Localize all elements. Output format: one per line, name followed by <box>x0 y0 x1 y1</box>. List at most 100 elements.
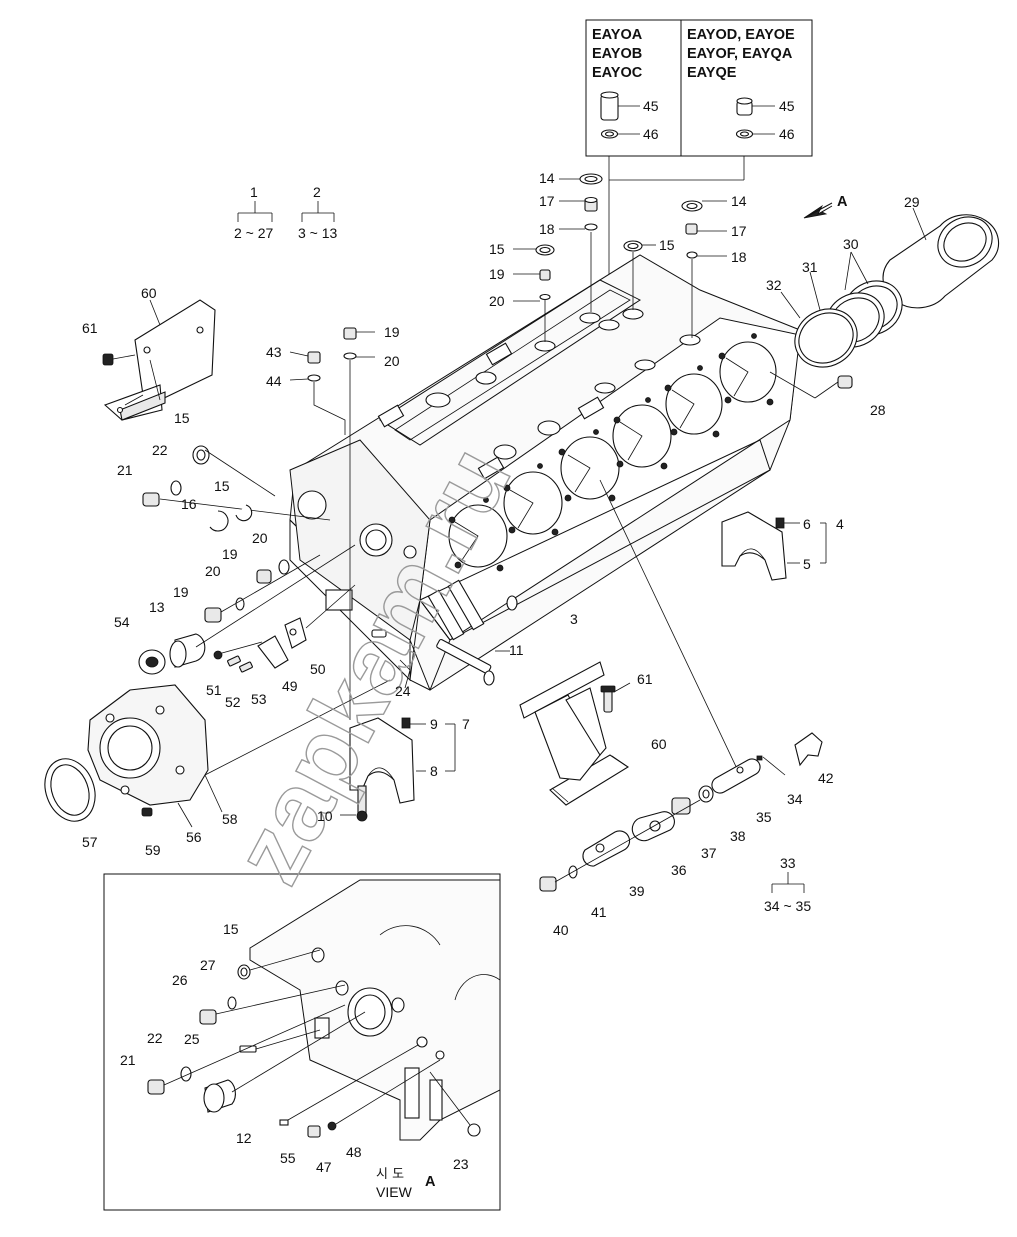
callout-37: 37 <box>701 845 717 861</box>
view-korean-label: 시 도 <box>376 1167 404 1182</box>
callout-29: 29 <box>904 194 920 210</box>
callout-40: 40 <box>553 922 569 938</box>
group-33: 33 34 ~ 35 <box>764 855 811 914</box>
oil-pipe-group <box>539 479 823 892</box>
callout-15d: 15 <box>214 478 230 494</box>
variant-right-1: EAYOD, EAYOE <box>687 27 795 43</box>
group-1-range: 2 ~ 27 <box>234 225 274 241</box>
callout-22a: 22 <box>152 442 168 458</box>
callout-17b: 17 <box>731 223 747 239</box>
callout-19c: 19 <box>222 546 238 562</box>
callout-59: 59 <box>145 842 161 858</box>
callout-11: 11 <box>509 642 524 658</box>
callout-61a: 61 <box>82 320 98 336</box>
callout-36: 36 <box>671 862 687 878</box>
callout-6: 6 <box>803 516 811 532</box>
plug-group-top-left <box>289 327 375 720</box>
view-arrow-letter: A <box>425 1174 436 1190</box>
variant-left-2: EAYOB <box>592 46 642 62</box>
bolt-11-dowel-24 <box>371 629 510 689</box>
callout-23: 23 <box>453 1156 469 1172</box>
plug-long-part <box>600 91 619 139</box>
callout-53: 53 <box>251 691 267 707</box>
callout-41: 41 <box>591 904 607 920</box>
callout-46a: 46 <box>643 126 659 142</box>
callout-15e: 15 <box>223 921 239 937</box>
callout-46b: 46 <box>779 126 795 142</box>
callout-18b: 18 <box>731 249 747 265</box>
group-1-parent: 1 <box>250 184 258 200</box>
cylinder-liner-group <box>769 207 1000 399</box>
callout-32: 32 <box>766 277 782 293</box>
callout-18a: 18 <box>539 221 555 237</box>
group-2-range: 3 ~ 13 <box>298 225 338 241</box>
view-label: VIEW <box>376 1184 413 1200</box>
group-2: 2 3 ~ 13 <box>298 184 338 241</box>
callout-21a: 21 <box>117 462 133 478</box>
sensor-bracket-group <box>213 584 356 673</box>
callout-15c: 15 <box>174 410 190 426</box>
variant-left-3: EAYOC <box>592 65 643 81</box>
callout-3: 3 <box>570 611 578 627</box>
callout-34: 34 <box>787 791 803 807</box>
callout-39: 39 <box>629 883 645 899</box>
variant-left-1: EAYOA <box>592 27 643 43</box>
callout-58: 58 <box>222 811 238 827</box>
callout-50: 50 <box>310 661 326 677</box>
callout-38: 38 <box>730 828 746 844</box>
callout-labels: 45 46 45 46 14 17 18 15 19 20 14 17 18 1… <box>82 98 920 1175</box>
callout-21b: 21 <box>120 1052 136 1068</box>
callout-4: 4 <box>836 516 844 532</box>
callout-25: 25 <box>184 1031 200 1047</box>
callout-7: 7 <box>462 716 470 732</box>
view-a-inset: 시 도 VIEW A <box>103 873 501 1211</box>
group-1: 1 2 ~ 27 <box>234 184 274 241</box>
callout-12: 12 <box>236 1130 252 1146</box>
callout-48: 48 <box>346 1144 362 1160</box>
callout-52: 52 <box>225 694 241 710</box>
callout-19b: 19 <box>384 324 400 340</box>
variant-table: EAYOA EAYOB EAYOC EAYOD, EAYOE EAYOF, EA… <box>585 19 813 335</box>
view-direction-arrow: A <box>803 194 848 219</box>
direction-letter: A <box>837 194 848 210</box>
callout-10: 10 <box>317 808 333 824</box>
callout-9: 9 <box>430 716 438 732</box>
callout-45a: 45 <box>643 98 659 114</box>
engine-mount-bracket-lower <box>519 661 631 806</box>
callout-14b: 14 <box>731 193 747 209</box>
callout-26: 26 <box>172 972 188 988</box>
callout-22b: 22 <box>147 1030 163 1046</box>
bearing-cap-upper <box>721 511 827 581</box>
callout-24: 24 <box>395 683 411 699</box>
callout-57: 57 <box>82 834 98 850</box>
callout-30: 30 <box>843 236 859 252</box>
callout-15b: 15 <box>659 237 675 253</box>
callout-17a: 17 <box>539 193 555 209</box>
callout-8: 8 <box>430 763 438 779</box>
callout-28: 28 <box>870 402 886 418</box>
callout-45b: 45 <box>779 98 795 114</box>
callout-43: 43 <box>266 344 282 360</box>
callout-54: 54 <box>114 614 130 630</box>
callout-47: 47 <box>316 1159 332 1175</box>
callout-60b: 60 <box>651 736 667 752</box>
callout-44: 44 <box>266 373 282 389</box>
callout-27: 27 <box>200 957 216 973</box>
callout-20b: 20 <box>384 353 400 369</box>
group-2-parent: 2 <box>313 184 321 200</box>
callout-5: 5 <box>803 556 811 572</box>
variant-right-3: EAYQE <box>687 65 737 81</box>
callout-61b: 61 <box>637 671 653 687</box>
callout-20d: 20 <box>205 563 221 579</box>
callout-19a: 19 <box>489 266 505 282</box>
callout-13: 13 <box>149 599 165 615</box>
callout-15a: 15 <box>489 241 505 257</box>
front-cover-assembly <box>44 679 391 828</box>
group-33-parent: 33 <box>780 855 796 871</box>
engine-mount-bracket-upper <box>102 299 216 421</box>
callout-31: 31 <box>802 259 818 275</box>
callout-51: 51 <box>206 682 222 698</box>
callout-16: 16 <box>181 496 197 512</box>
front-plug-group <box>138 445 356 675</box>
